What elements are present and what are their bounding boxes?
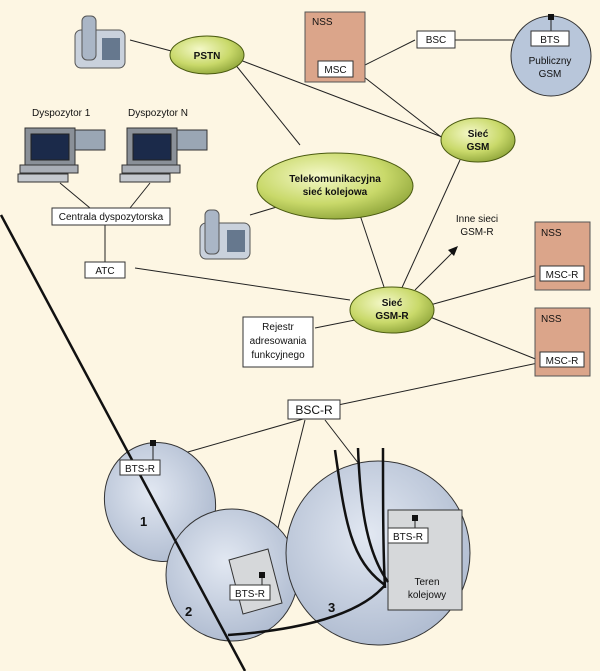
cell-1-number: 1 — [140, 514, 147, 529]
railway-tracks — [0, 214, 390, 671]
atc-label: ATC — [95, 266, 114, 277]
dispatcher-n-label: Dyspozytor N — [128, 108, 188, 119]
telekom-label-1: Telekomunikacyjna — [289, 174, 381, 185]
inne-sieci-label-2: GSM-R — [460, 227, 493, 238]
mscr-1-label: MSC-R — [546, 270, 579, 281]
dispatcher-n-computer-icon — [119, 127, 208, 183]
bts-r2-antenna — [259, 572, 265, 578]
cell-2 — [165, 508, 299, 642]
bts-r1-label: BTS-R — [125, 464, 155, 475]
centrala-label: Centrala dyspozytorska — [59, 212, 164, 223]
nss-r2-label: NSS — [541, 314, 562, 325]
rejestr-label-3: funkcyjnego — [251, 350, 305, 361]
rejestr-label-1: Rejestr — [262, 322, 294, 333]
bsc-box — [416, 30, 456, 49]
phone-icon-telekom — [199, 209, 251, 260]
teren-label-2: kolejowy — [408, 590, 446, 601]
cell-3-number: 3 — [328, 600, 335, 615]
siec-gsmr-label-2: GSM-R — [375, 311, 409, 322]
teren-kolejowy-area — [387, 509, 463, 611]
bts-r2-label: BTS-R — [235, 589, 265, 600]
msc-label: MSC — [324, 65, 346, 76]
mscr-box-2 — [539, 351, 585, 368]
bts-r1-box — [119, 459, 161, 476]
bts-r3-box — [387, 527, 429, 544]
pstn-label: PSTN — [194, 51, 221, 62]
bts-r2-box — [229, 584, 271, 601]
dispatcher-1-computer-icon — [17, 127, 106, 183]
cell-2-number: 2 — [185, 604, 192, 619]
atc-box — [84, 261, 126, 279]
bts-r1-antenna — [150, 440, 156, 446]
siec-gsmr-node — [349, 286, 435, 334]
public-gsm-label-1: Publiczny — [529, 56, 572, 67]
bsc-label: BSC — [426, 35, 447, 46]
bts-r3-label: BTS-R — [393, 532, 423, 543]
bts-antenna — [548, 14, 554, 20]
phone-icon-pstn — [74, 15, 126, 69]
bscr-label: BSC-R — [295, 403, 333, 417]
mscr-2-label: MSC-R — [546, 356, 579, 367]
arrow-head — [448, 246, 458, 256]
bts-label: BTS — [540, 35, 560, 46]
pstn-node — [169, 35, 245, 75]
rejestr-box — [242, 316, 314, 368]
nss-top-label: NSS — [312, 17, 333, 28]
nss-r1-label: NSS — [541, 228, 562, 239]
teren-label-1: Teren — [414, 577, 439, 588]
telekom-node — [256, 152, 414, 220]
arrow-to-other-networks — [414, 249, 456, 291]
centrala-box — [51, 207, 171, 226]
inne-sieci-label-1: Inne sieci — [456, 214, 498, 225]
siec-gsm-node — [440, 117, 516, 163]
rejestr-label-2: adresowania — [250, 336, 307, 347]
bts-box — [530, 30, 570, 47]
public-gsm-label-2: GSM — [539, 69, 562, 80]
dispatcher-1-label: Dyspozytor 1 — [32, 108, 91, 119]
telekom-label-2: sieć kolejowa — [303, 187, 368, 198]
siec-gsm-label-2: GSM — [467, 142, 490, 153]
siec-gsm-label-1: Sieć — [468, 129, 489, 140]
bts-r3-antenna — [412, 515, 418, 521]
bscr-box — [287, 399, 341, 420]
msc-box — [317, 60, 354, 78]
siec-gsmr-label-1: Sieć — [382, 298, 403, 309]
mscr-box-1 — [539, 265, 585, 282]
